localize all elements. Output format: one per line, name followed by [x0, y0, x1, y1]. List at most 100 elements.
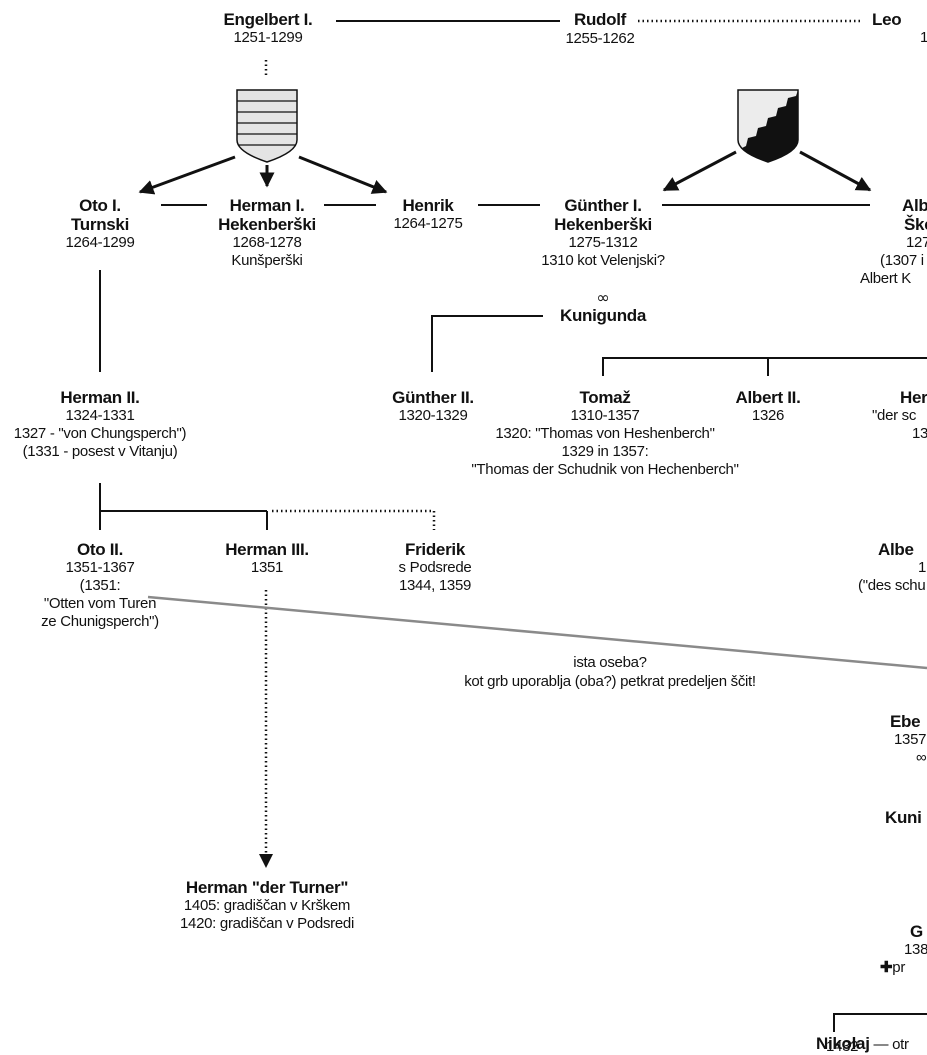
surname: Ške: [904, 215, 927, 234]
arrow-to-gunther1: [662, 150, 737, 192]
note: Kunšperški: [231, 252, 303, 269]
gray-identity-line: [147, 595, 927, 670]
person-gunther-ii: Günther II. 1320-1329: [378, 388, 488, 425]
name: Herman "der Turner": [185, 878, 349, 897]
dotted-to-friderik: [272, 509, 436, 530]
marriage-symbol: ∞: [916, 749, 927, 766]
dates: 1344, 1359: [398, 577, 472, 594]
dates: 1: [920, 29, 927, 46]
note2: (1331 - posest v Vitanju): [22, 443, 178, 460]
dates: 138: [904, 941, 927, 958]
person-leo: Leo 1: [872, 10, 927, 47]
arrow-to-albert-sk: [799, 150, 872, 192]
person-tomaz: Tomaž 1310-1357 1320: "Thomas von Heshen…: [450, 388, 760, 479]
person-henrik: Henrik 1264-1275: [378, 196, 478, 233]
name: Albert II.: [735, 388, 801, 407]
dates: 1: [918, 559, 927, 576]
note2: "Otten vom Turen: [43, 595, 157, 612]
person-friderik: Friderik s Podsrede 1344, 1359: [380, 540, 490, 595]
dates: 1320-1329: [398, 407, 468, 424]
name: Günther II.: [392, 388, 474, 407]
name: Günther I.: [564, 196, 642, 215]
note-line-2: kot grb uporablja (oba?) petkrat predelj…: [464, 673, 756, 690]
person-oto-ii: Oto II. 1351-1367 (1351: "Otten vom Ture…: [20, 540, 180, 631]
dates: 1255-1262: [565, 30, 635, 47]
person-herman-der-turner: Herman "der Turner" 1405: gradiščan v Kr…: [160, 878, 374, 933]
note: (1307 i: [880, 252, 924, 269]
nikolaj-relation: — otr: [873, 1036, 909, 1053]
person-engelbert-i: Engelbert I. 1251-1299: [213, 10, 323, 47]
dates: 1310-1357: [570, 407, 640, 424]
person-nikolaj: Nikolaj — otr: [816, 1034, 909, 1054]
note-line-1: ista oseba?: [573, 654, 647, 671]
name: Rudolf: [573, 10, 626, 29]
name: Nikolaj: [816, 1034, 870, 1053]
dates: 1357: [894, 731, 927, 748]
name: Oto II.: [76, 540, 124, 559]
note3: "Thomas der Schudnik von Hechenberch": [471, 461, 739, 478]
note: 1320: "Thomas von Heshenberch": [495, 425, 715, 442]
name: Alb: [902, 196, 927, 215]
cross-icon: ✚: [880, 959, 893, 976]
marriage-symbol: ∞: [596, 288, 610, 307]
person-g-right: G 138 ✚pr: [880, 922, 927, 977]
dates: 1351: [250, 559, 284, 576]
striped-shield-icon: [236, 89, 298, 163]
name: Friderik: [405, 540, 465, 559]
note3: ze Chunigsperch"): [41, 613, 159, 630]
dates: 13: [912, 425, 927, 442]
arrowhead-turner: [259, 854, 273, 868]
person-rudolf: Rudolf 1255-1262: [555, 10, 645, 48]
name: Henrik: [402, 196, 454, 215]
note2: 1329 in 1357:: [561, 443, 649, 460]
surname: Hekenberški: [554, 215, 652, 234]
dates: 1351-1367: [65, 559, 135, 576]
dates: 1264-1299: [65, 234, 135, 251]
name: Leo: [872, 10, 902, 29]
line-kunigunda-gunther2: [431, 315, 543, 372]
surname: Hekenberški: [218, 215, 316, 234]
note: 1405: gradiščan v Krškem: [183, 897, 351, 914]
name: Ebe: [890, 712, 921, 731]
dates: 1270: [906, 234, 927, 251]
person-albert-ii: Albert II. 1326: [718, 388, 818, 425]
note: (1351:: [79, 577, 121, 594]
note: 1310 kot Velenjski?: [541, 252, 665, 269]
name: Herman I.: [229, 196, 305, 215]
serrated-shield-icon: [737, 89, 799, 163]
note2: 1420: gradiščan v Podsredi: [180, 915, 354, 932]
name: Albe: [878, 540, 914, 559]
death-note: ✚pr: [880, 959, 927, 977]
note: 1327 - "von Chungsperch"): [13, 425, 187, 442]
dates: 1324-1331: [65, 407, 135, 424]
note: s Podsrede: [398, 559, 472, 576]
identity-note: ista oseba? kot grb uporablja (oba?) pet…: [430, 653, 790, 691]
person-kunigunda-right: Kuni: [880, 808, 927, 827]
person-eberhard: Ebe 1357 ∞: [880, 712, 927, 767]
name: Her: [900, 388, 927, 407]
dates: 1264-1275: [393, 215, 463, 232]
name: Tomaž: [579, 388, 631, 407]
nikolaj-dates: 1432: [826, 1038, 859, 1055]
person-gunther-i: Günther I. Hekenberški 1275-1312 1310 ko…: [530, 196, 676, 270]
dates: 1251-1299: [233, 29, 303, 46]
person-albert-right: Albe 1 ("des schu: [858, 540, 927, 595]
surname: Turnski: [70, 215, 130, 234]
name: Kuni: [885, 808, 922, 827]
arrow-to-henrik: [298, 155, 388, 194]
person-herman-iii: Herman III. 1351: [210, 540, 324, 577]
person-herman-i: Herman I. Hekenberški 1268-1278 Kunšperš…: [205, 196, 329, 270]
name: G: [910, 922, 923, 941]
person-herman-ii: Herman II. 1324-1331 1327 - "von Chungsp…: [0, 388, 200, 461]
person-kunigunda: Kunigunda: [543, 306, 663, 325]
line-nikolaj-bracket: [833, 1013, 927, 1032]
dates: 1268-1278: [232, 234, 302, 251]
person-albert-skerbec: Alb Ške 1270 (1307 i Albert K: [852, 196, 927, 288]
name: Herman III.: [225, 540, 309, 559]
person-herman-right: Her "der sc 13: [872, 388, 927, 443]
dates: 1275-1312: [568, 234, 638, 251]
name: Engelbert I.: [223, 10, 313, 29]
note2: Albert K: [860, 270, 911, 287]
